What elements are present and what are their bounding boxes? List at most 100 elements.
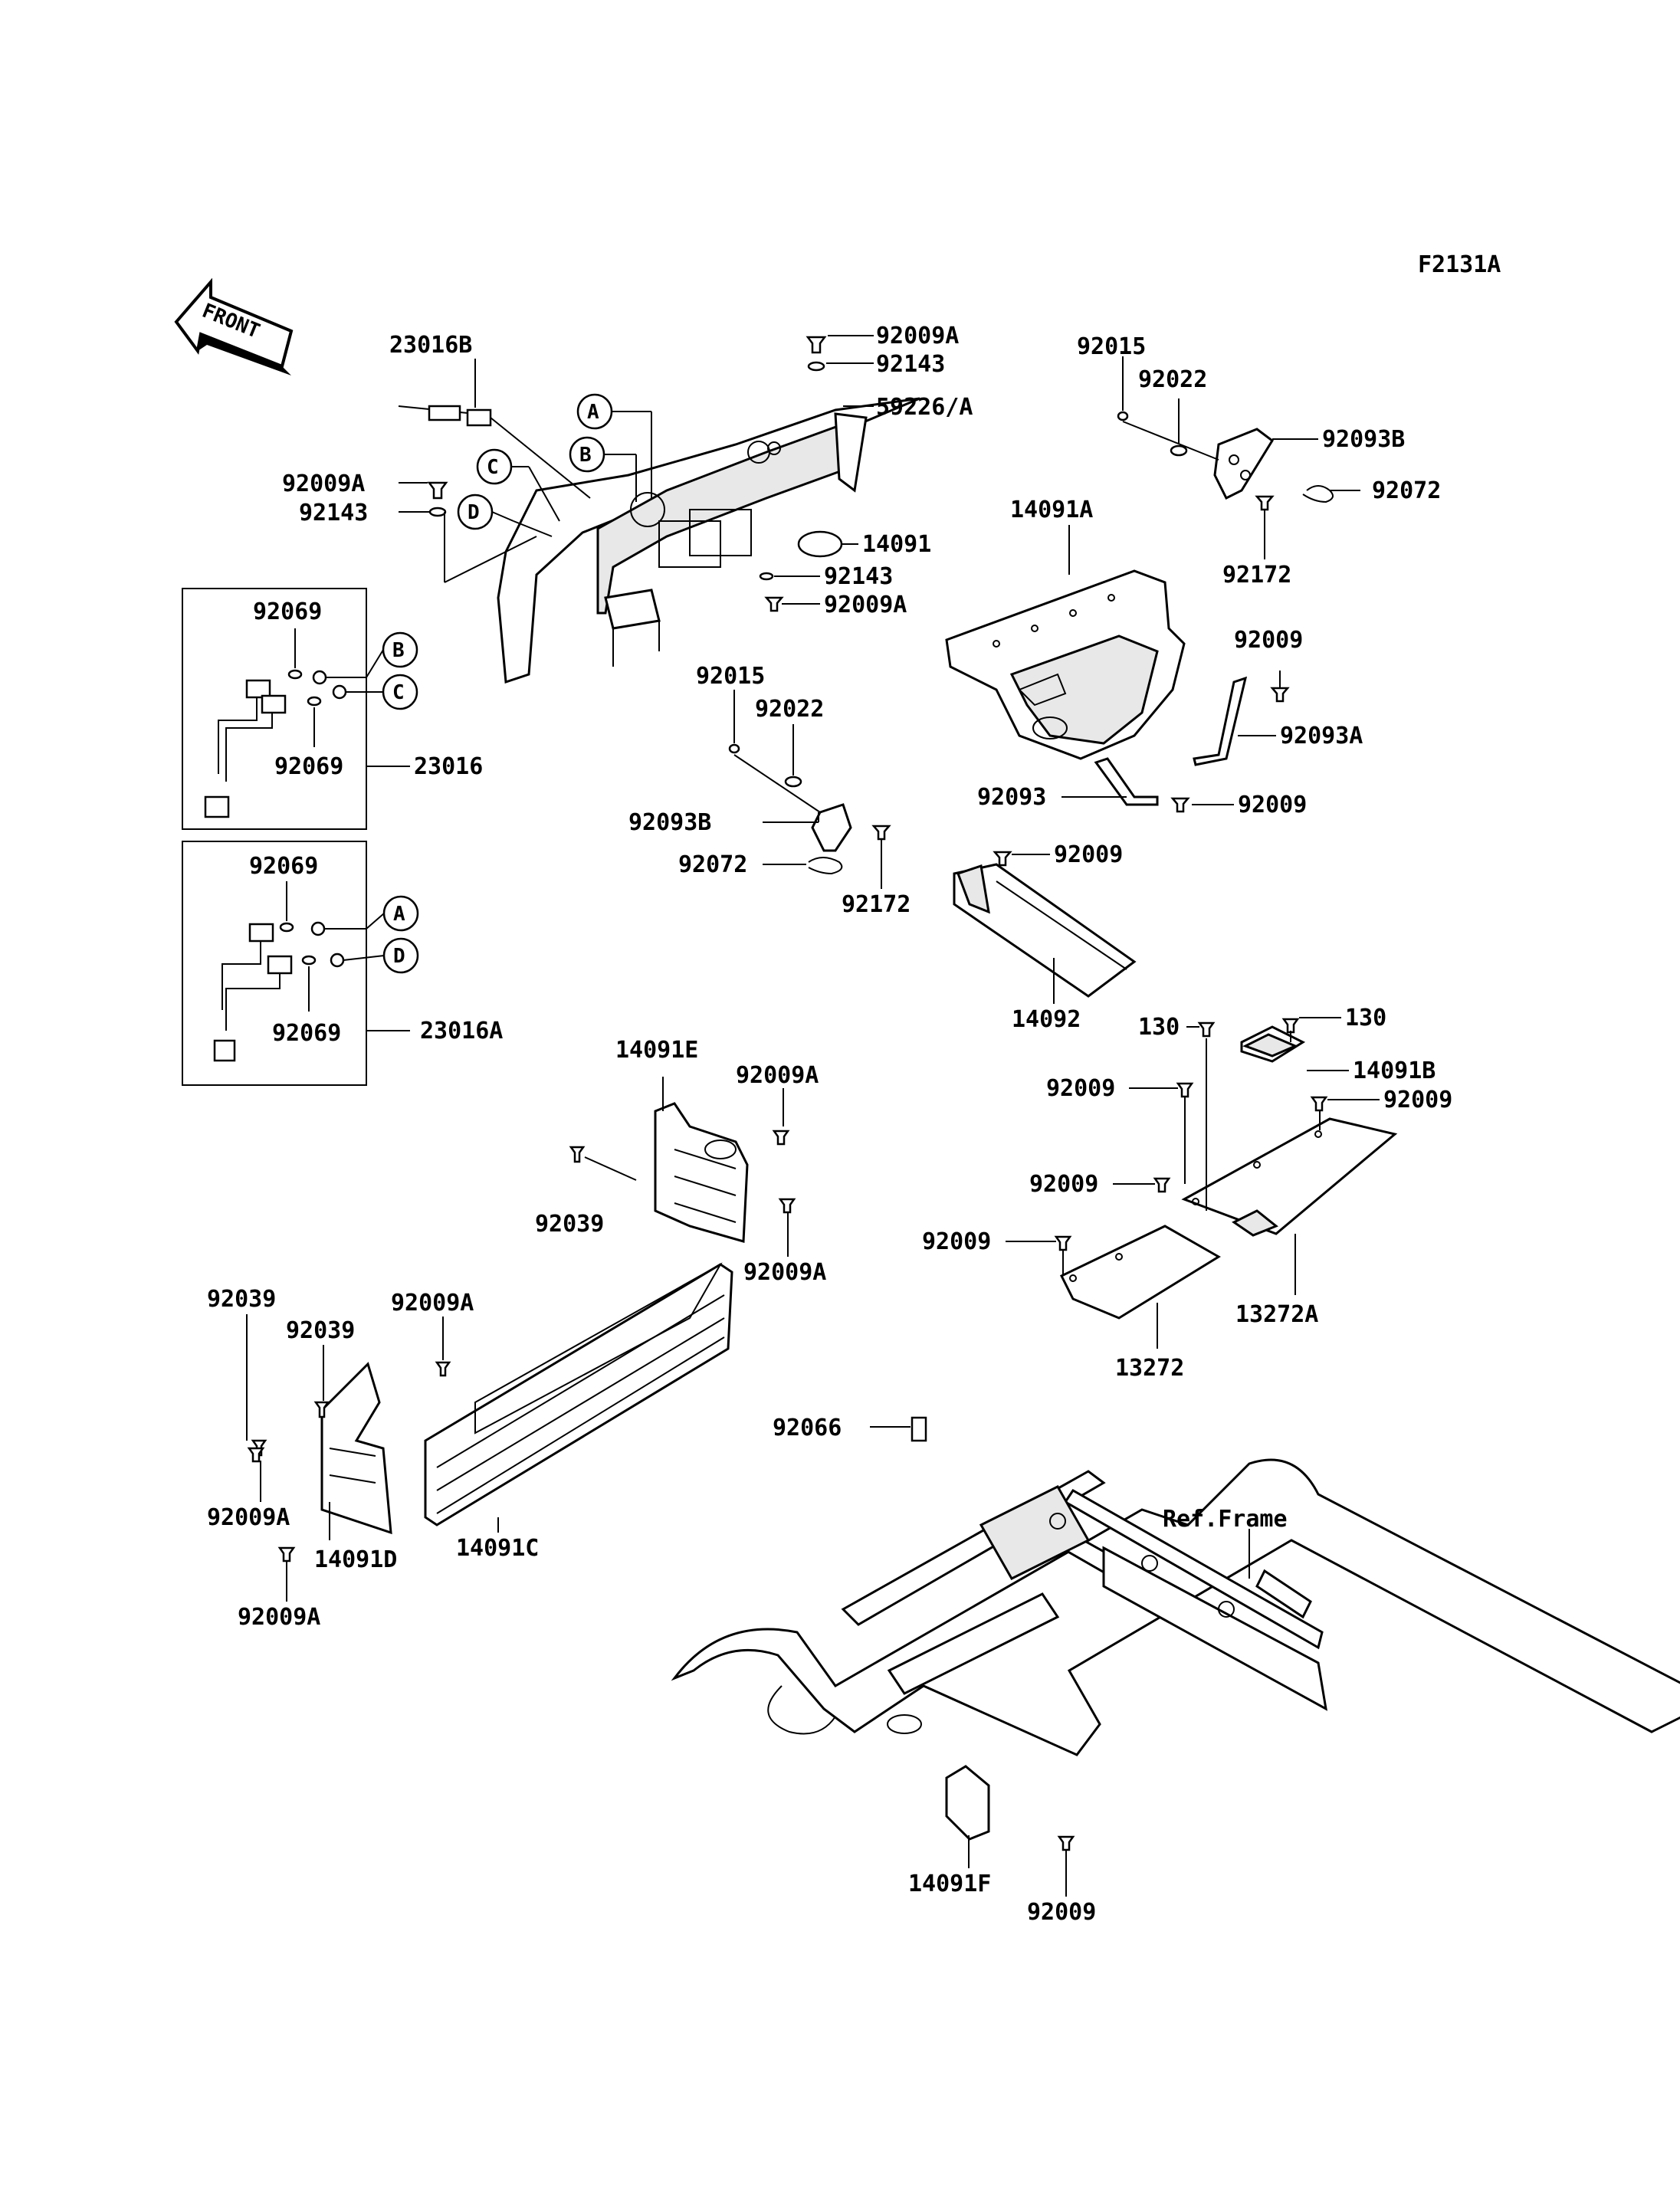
panel-14091D: [247, 1361, 451, 1562]
bracket-92093B-right: [1117, 411, 1334, 511]
part-92093A: 92093A: [1280, 723, 1363, 749]
svg-text:D: D: [468, 501, 480, 524]
part-92009A-d2: 92009A: [238, 1604, 320, 1631]
part-14091B: 14091B: [1353, 1058, 1436, 1084]
part-92039-d2: 92039: [207, 1286, 276, 1313]
part-14091A: 14091A: [1010, 497, 1093, 523]
part-92009-g: 92009: [922, 1228, 991, 1255]
part-92069-1: 92069: [253, 598, 322, 625]
leaders-dash: [399, 335, 874, 605]
callouts-box2: A D: [382, 895, 419, 974]
panel-14091C: [424, 1262, 733, 1526]
cover-14091B: [1240, 1025, 1306, 1063]
part-92009-a: 92009: [1234, 627, 1303, 654]
leaders-box2: [286, 881, 410, 1031]
svg-text:A: A: [393, 903, 405, 926]
svg-text:B: B: [392, 639, 405, 662]
leaders-frame: [870, 1426, 1250, 1897]
part-13272: 13272: [1115, 1355, 1184, 1382]
part-92022-mid: 92022: [755, 696, 824, 723]
svg-text:C: C: [392, 681, 405, 704]
leaders-14091E: [584, 1077, 789, 1257]
part-23016B: 23016B: [389, 332, 472, 359]
part-14091F: 14091F: [908, 1871, 991, 1897]
svg-text:D: D: [393, 945, 405, 968]
part-92009A-top: 92009A: [876, 323, 959, 349]
part-130-right: 130: [1345, 1005, 1386, 1031]
part-92069-4: 92069: [272, 1020, 341, 1047]
bracket-92093: [1094, 757, 1190, 813]
part-92009-b: 92009: [1238, 792, 1307, 818]
part-92009-c: 92009: [1054, 841, 1123, 868]
harness-box-23016: [182, 588, 367, 830]
part-92072-right: 92072: [1372, 477, 1441, 504]
part-92015-mid: 92015: [696, 663, 765, 690]
part-92172-mid: 92172: [842, 891, 911, 918]
part-92069-2: 92069: [274, 753, 343, 780]
part-23016: 23016: [414, 753, 483, 780]
callouts-dash: A B C D: [457, 393, 613, 530]
ref-frame-label: Ref.Frame: [1163, 1506, 1288, 1533]
part-92022-right: 92022: [1138, 366, 1207, 393]
part-92009A-e2: 92009A: [743, 1259, 826, 1286]
harness-23016A: [213, 921, 345, 1062]
grommet-14091: [797, 530, 843, 558]
floor-13272: [1059, 1225, 1221, 1320]
cover-14091E: [569, 1102, 796, 1243]
part-92093: 92093: [977, 784, 1046, 811]
part-92009A-c: 92009A: [391, 1290, 474, 1317]
key-switch-23016B: [398, 405, 591, 499]
svg-text:A: A: [587, 401, 599, 424]
harness-box-23016A: [182, 841, 367, 1086]
part-92143-left: 92143: [299, 500, 368, 526]
bracket-92093B-mid: [728, 743, 891, 875]
leaders-mid-bracket: [733, 690, 882, 889]
part-14091C: 14091C: [456, 1535, 539, 1562]
part-92143-top: 92143: [876, 351, 945, 378]
leaders-box1: [294, 628, 410, 767]
part-92009A-left: 92009A: [282, 471, 365, 497]
part-92015-right: 92015: [1077, 333, 1146, 360]
part-92172-right: 92172: [1222, 562, 1291, 589]
part-130-left: 130: [1138, 1014, 1180, 1041]
part-92039-e: 92039: [535, 1211, 604, 1238]
part-92009-d: 92009: [1046, 1075, 1115, 1102]
part-59226A: 59226/A: [876, 394, 973, 421]
front-arrow-icon: FRONT: [174, 277, 294, 375]
leaders-tray: [1061, 525, 1281, 805]
svg-text:C: C: [487, 456, 499, 479]
cover-14092: [953, 851, 1137, 998]
svg-text:B: B: [579, 444, 592, 467]
part-92039-d1: 92039: [286, 1317, 355, 1344]
hardware-top: [427, 336, 827, 612]
part-13272A: 13272A: [1235, 1301, 1318, 1328]
leaders-floor: [1006, 1017, 1380, 1349]
part-92009A-mid: 92009A: [824, 592, 907, 618]
part-14091E: 14091E: [615, 1037, 698, 1064]
part-23016A: 23016A: [420, 1018, 503, 1044]
harness-23016: [204, 669, 347, 818]
leaders-14091CD: [246, 1314, 499, 1602]
frame: [671, 1416, 1680, 1756]
tray-14091A: [945, 569, 1186, 760]
part-92009A-d1: 92009A: [207, 1504, 290, 1531]
part-92009A-e1: 92009A: [736, 1062, 819, 1089]
part-92009-h: 92009: [1027, 1899, 1096, 1926]
diagram-code: F2131A: [1418, 251, 1501, 278]
hardware-floor: [1054, 1018, 1328, 1251]
part-92009-f: 92009: [1029, 1171, 1098, 1198]
leaders-right-top: [1122, 356, 1360, 559]
bracket-14091F: [945, 1765, 1075, 1851]
part-92093B-mid: 92093B: [628, 809, 711, 836]
part-92069-3: 92069: [249, 853, 318, 880]
part-14091: 14091: [862, 531, 931, 558]
bracket-92093A: [1193, 676, 1290, 766]
leaders-14092: [1012, 854, 1055, 1004]
part-92093B-right: 92093B: [1322, 426, 1405, 453]
part-92143-mid: 92143: [824, 563, 893, 590]
part-92066: 92066: [773, 1415, 842, 1441]
floor-13272A: [1181, 1117, 1398, 1237]
part-92009-e: 92009: [1383, 1087, 1452, 1113]
part-14091D: 14091D: [314, 1546, 397, 1573]
